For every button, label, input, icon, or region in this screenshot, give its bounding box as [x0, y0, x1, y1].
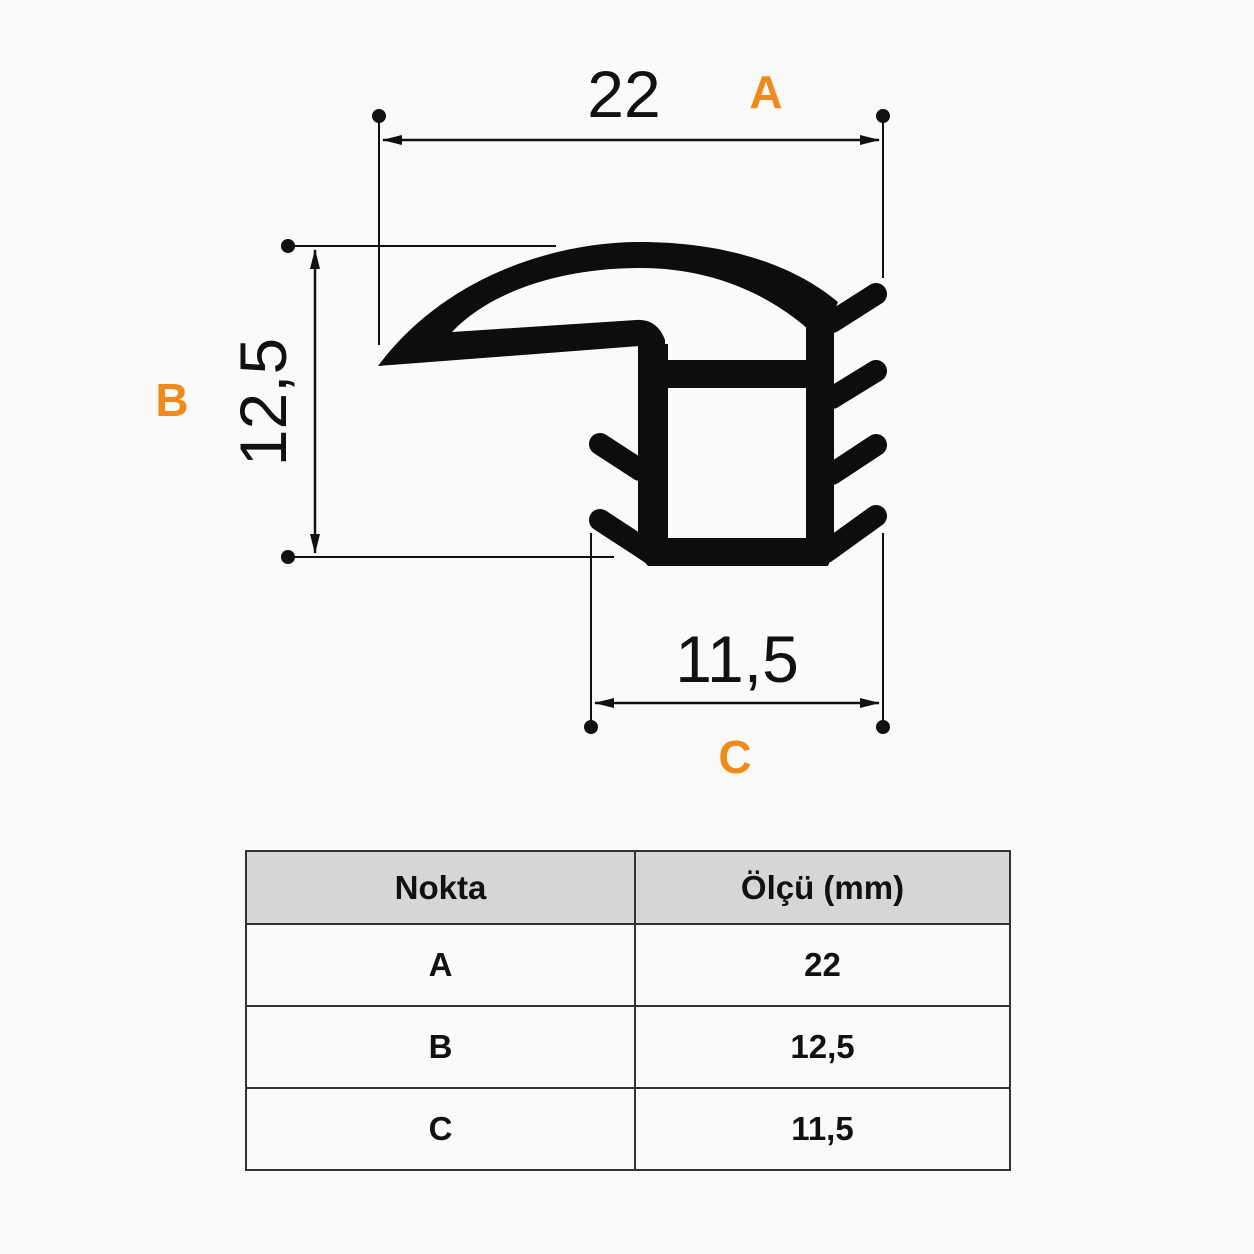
- label-a: A: [749, 66, 782, 118]
- table-row: C 11,5: [245, 1087, 1011, 1171]
- seal-profile: [378, 242, 887, 566]
- row-measure: 12,5: [634, 1005, 1011, 1089]
- profile-cap: [378, 242, 838, 366]
- height-endpoint-top-dot: [281, 239, 295, 253]
- header-measure: Ölçü (mm): [634, 850, 1011, 925]
- width-dimension: 22 A: [372, 57, 890, 345]
- row-point: C: [245, 1087, 636, 1171]
- label-b: B: [155, 374, 188, 426]
- profile-body: [638, 318, 840, 566]
- base-endpoint-right-dot: [876, 720, 890, 734]
- profile-drawing: 22 A 12,5 B 11,5 C: [155, 57, 890, 783]
- fin-right-2: [821, 360, 887, 409]
- width-value: 22: [587, 57, 660, 131]
- row-measure: 22: [634, 923, 1011, 1007]
- table-header-row: Nokta Ölçü (mm): [245, 850, 1011, 925]
- table-row: B 12,5: [245, 1005, 1011, 1089]
- label-c: C: [718, 731, 751, 783]
- height-value: 12,5: [226, 338, 300, 466]
- height-dimension: 12,5 B: [155, 239, 614, 564]
- fin-right-1: [821, 283, 887, 333]
- base-endpoint-left-dot: [584, 720, 598, 734]
- dimension-table: Nokta Ölçü (mm) A 22 B 12,5 C 11,5: [245, 850, 1011, 1171]
- fin-right-4: [815, 505, 887, 563]
- row-point: A: [245, 923, 636, 1007]
- width-endpoint-left-dot: [372, 109, 386, 123]
- fin-right-3: [821, 434, 887, 485]
- width-endpoint-right-dot: [876, 109, 890, 123]
- header-point: Nokta: [245, 850, 636, 925]
- fin-left-1: [589, 433, 651, 481]
- fin-left-2: [589, 509, 663, 565]
- row-point: B: [245, 1005, 636, 1089]
- base-dimension: 11,5 C: [584, 533, 890, 783]
- height-endpoint-bottom-dot: [281, 550, 295, 564]
- table-row: A 22: [245, 923, 1011, 1007]
- base-value: 11,5: [675, 622, 799, 696]
- row-measure: 11,5: [634, 1087, 1011, 1171]
